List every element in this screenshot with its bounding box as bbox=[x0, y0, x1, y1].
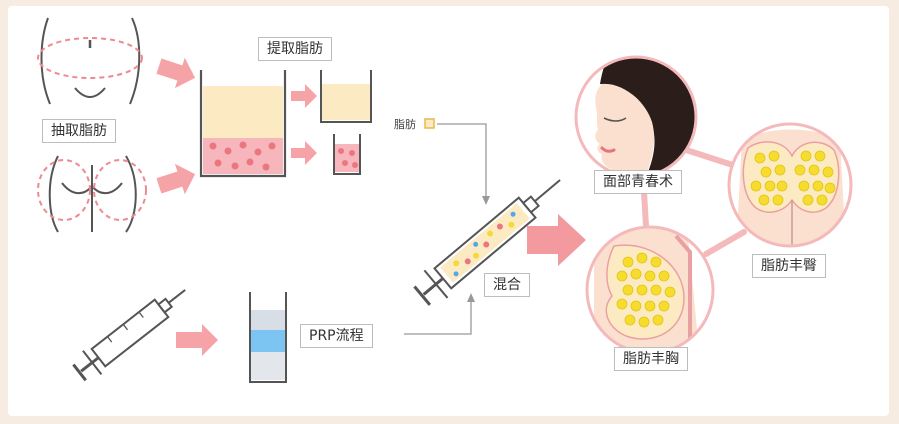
prp-syringe bbox=[72, 289, 186, 382]
label-mix: 混合 bbox=[484, 273, 530, 297]
abdomen-illustration bbox=[40, 17, 141, 105]
arrow-to-prp-tube bbox=[176, 324, 218, 356]
label-prp-process: PRP流程 bbox=[300, 324, 373, 348]
arrow-to-cream-tube bbox=[291, 84, 317, 108]
buttocks-circle bbox=[727, 122, 853, 248]
thigh-illustration bbox=[48, 155, 137, 233]
arrow-to-treatments bbox=[527, 214, 586, 266]
label-extract-fat: 抽取脂肪 bbox=[42, 119, 116, 143]
cream-fat-tube bbox=[320, 70, 372, 123]
label-buttock-augmentation: 脂肪丰臀 bbox=[752, 254, 826, 278]
mixing-syringe bbox=[413, 179, 561, 306]
thigh-fat-zone-left bbox=[37, 159, 91, 221]
arrow-abdomen-to-beaker bbox=[156, 57, 196, 89]
red-fat-tube bbox=[333, 134, 361, 175]
breast-circle bbox=[585, 225, 715, 355]
label-fat: 脂肪 bbox=[394, 118, 416, 131]
arrow-to-red-tube bbox=[291, 141, 317, 165]
label-refine-fat: 提取脂肪 bbox=[258, 37, 332, 61]
fat-beaker bbox=[199, 70, 287, 178]
face-circle bbox=[574, 55, 698, 179]
prp-to-mix-line bbox=[404, 300, 472, 335]
thigh-fat-zone-right bbox=[93, 159, 147, 221]
arrow-thigh-to-beaker bbox=[156, 163, 196, 195]
label-breast-augmentation: 脂肪丰胸 bbox=[614, 347, 688, 371]
label-face-rejuvenation: 面部青春术 bbox=[594, 170, 682, 194]
fat-square-icon bbox=[424, 118, 435, 129]
fat-to-syringe-line bbox=[437, 123, 487, 198]
abdomen-fat-zone bbox=[37, 37, 143, 79]
prp-tube bbox=[249, 292, 287, 383]
